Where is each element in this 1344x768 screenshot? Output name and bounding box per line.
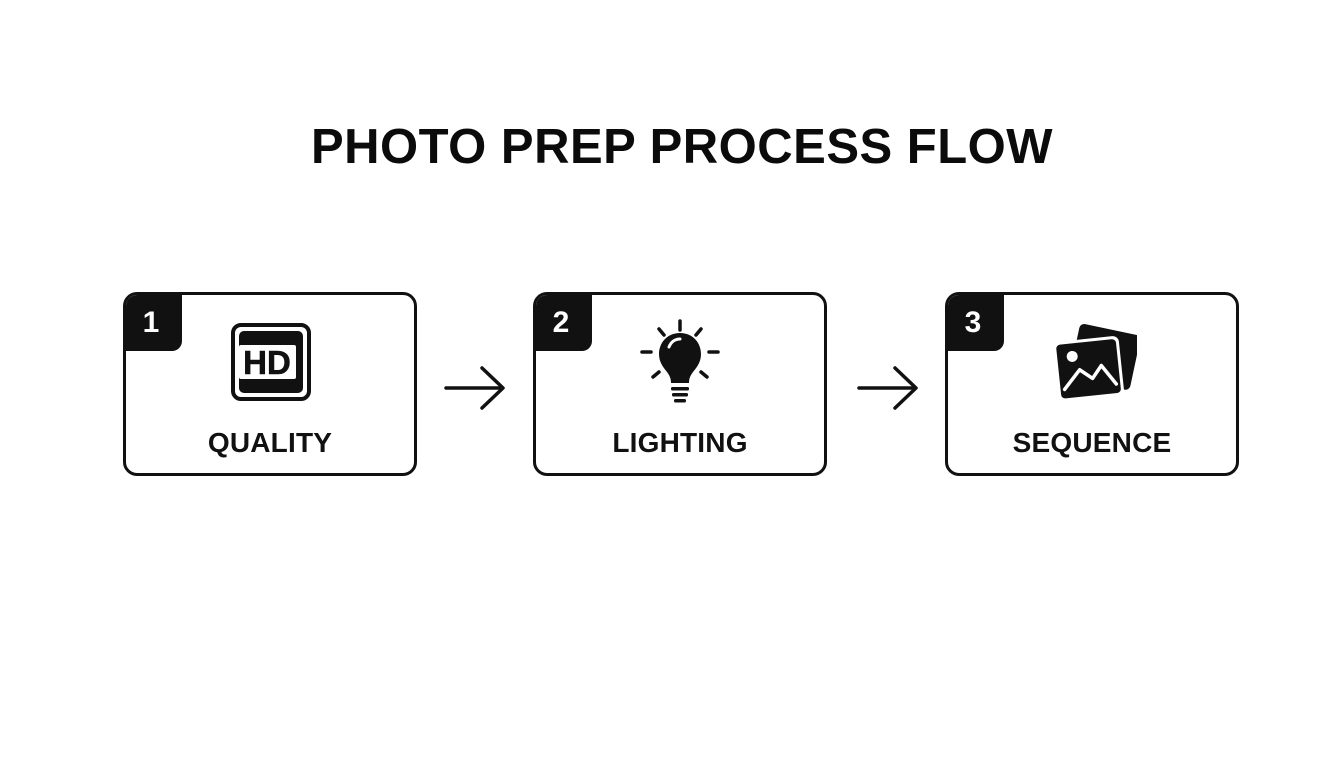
arrow-right-icon: [855, 360, 921, 416]
step-lighting: 2 LIGHTING: [533, 292, 827, 476]
step-label: LIGHTING: [612, 427, 748, 458]
step-number-badge: 2: [536, 295, 592, 351]
step-quality: 1 HD QUALITY: [123, 292, 417, 476]
step-label: SEQUENCE: [1012, 427, 1172, 458]
step-number-badge: 1: [126, 295, 182, 351]
diagram-title: PHOTO PREP PROCESS FLOW: [310, 120, 1054, 174]
lightbulb-icon: [635, 317, 725, 407]
arrow-right-icon: [442, 360, 508, 416]
hd-icon-text: HD: [243, 344, 291, 381]
step-label: QUALITY: [207, 427, 333, 458]
hd-icon: HD: [225, 317, 315, 407]
step-sequence: 3 SEQUENCE: [945, 292, 1239, 476]
step-number-badge: 3: [948, 295, 1004, 351]
image-stack-icon: [1047, 317, 1137, 407]
